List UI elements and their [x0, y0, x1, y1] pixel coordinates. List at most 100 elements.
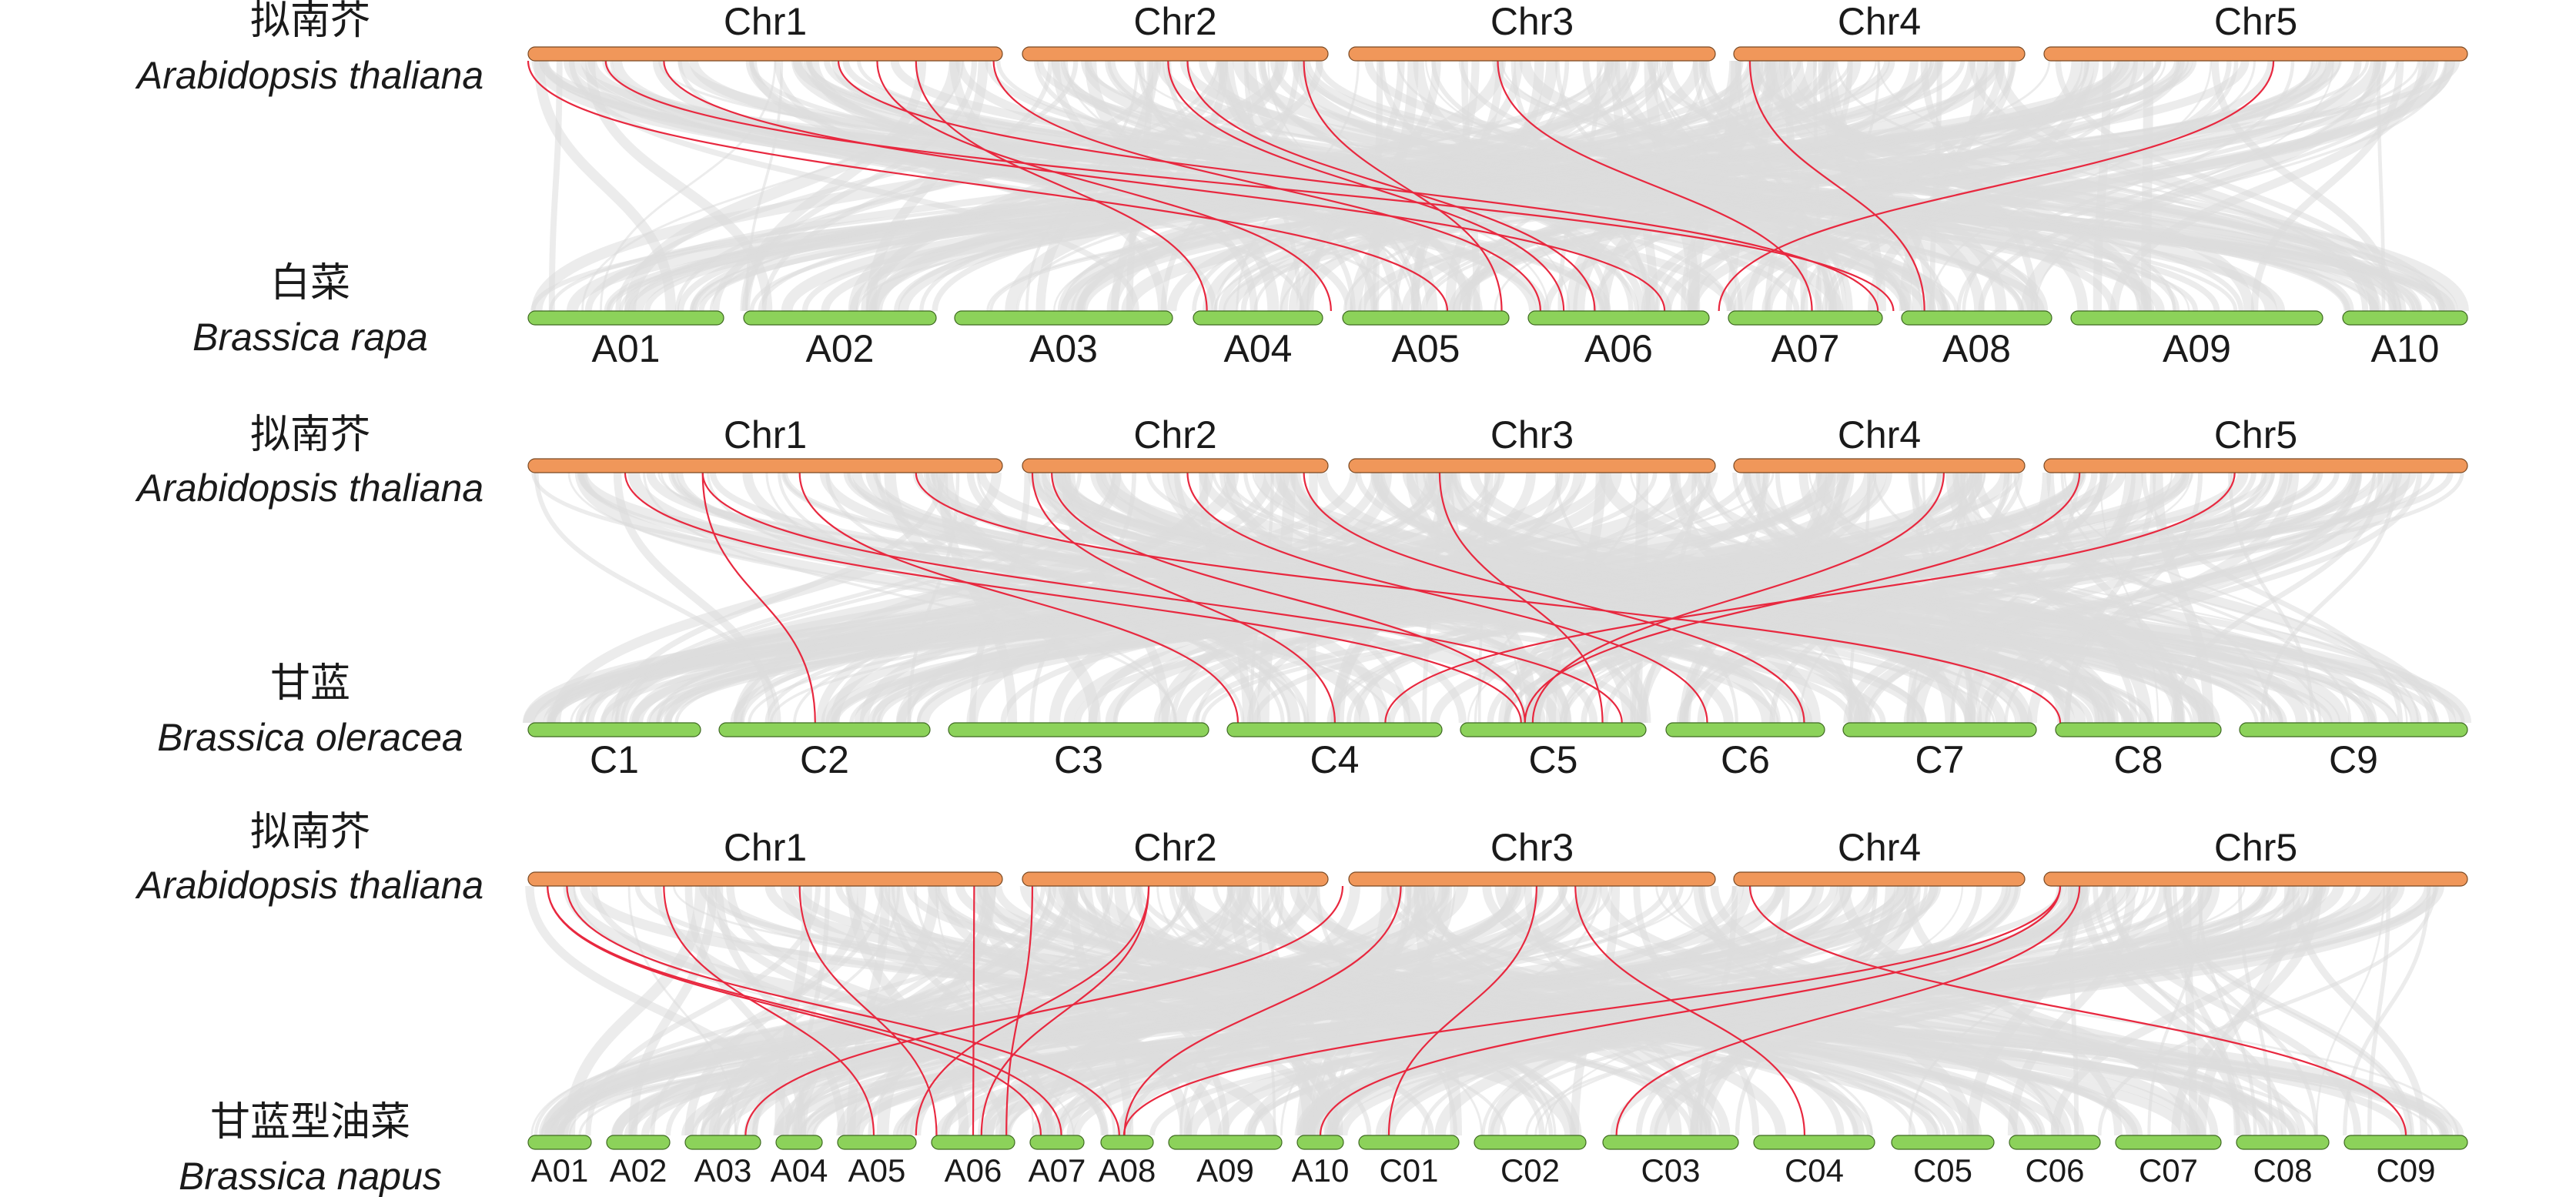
target-chromosome-label: A02: [610, 1152, 667, 1189]
highlighted-link: [1615, 885, 2081, 1136]
reference-chromosome-label: Chr2: [1133, 413, 1216, 456]
background-link: [1981, 60, 2448, 312]
target-chromosome-label: A06: [1584, 327, 1653, 370]
target-chromosome-bar: [2342, 310, 2468, 326]
reference-chromosome-label: Chr3: [1490, 413, 1574, 456]
target-chromosome-label: C02: [1500, 1152, 1560, 1189]
background-link: [2111, 885, 2250, 1136]
reference-chromosome-bar: [2043, 458, 2468, 473]
background-link: [2034, 60, 2334, 312]
reference-chromosome-bar: [527, 46, 1003, 62]
highlighted-link: [1123, 885, 1402, 1136]
target-chromosome-bar: [1193, 310, 1323, 326]
background-link: [531, 60, 1289, 312]
target-chromosome-bar: [1100, 1135, 1154, 1150]
target-chromosome-bar: [1342, 310, 1510, 326]
target-chromosome-bar: [954, 310, 1173, 326]
highlighted-link: [915, 60, 1208, 312]
target-chromosome-label: A08: [1942, 327, 2011, 370]
target-chromosome-label: A04: [1224, 327, 1293, 370]
target-chromosome-label: C09: [2376, 1152, 2435, 1189]
target-chromosome-label: C01: [1379, 1152, 1438, 1189]
reference-chromosome-bar: [1733, 46, 2026, 62]
target-chromosome-label: C8: [2114, 738, 2163, 781]
highlighted-link: [1387, 885, 1537, 1136]
panel2-reference-common-name: 拟南芥: [250, 413, 370, 457]
background-link: [2140, 60, 2153, 312]
background-link: [1692, 60, 1847, 312]
target-chromosome-label: C7: [1915, 738, 1965, 781]
species-labels: 拟南芥 Arabidopsis thaliana 白菜 Brassica rap…: [135, 0, 483, 1197]
background-link: [1373, 60, 2399, 312]
target-chromosome-bar: [606, 1135, 671, 1150]
target-chromosome-bar: [1891, 1135, 1995, 1150]
highlighted-link: [1303, 472, 1805, 724]
background-link: [785, 885, 1817, 1136]
background-link: [684, 885, 807, 1136]
background-link: [1372, 472, 2033, 724]
target-chromosome-label: A02: [806, 327, 875, 370]
reference-chromosome-label: Chr1: [724, 0, 807, 43]
target-chromosome-bar: [2239, 722, 2468, 737]
panel2-target-common-name: 甘蓝: [270, 661, 350, 706]
highlighted-link: [1718, 60, 2275, 312]
panel3-reference-common-name: 拟南芥: [250, 810, 370, 854]
reference-chromosome-label: Chr5: [2214, 0, 2297, 43]
background-link: [538, 884, 1469, 1137]
target-chromosome-bar: [684, 1135, 761, 1150]
target-chromosome-label: A05: [1392, 327, 1460, 370]
target-chromosome-label: A01: [531, 1152, 589, 1189]
background-link: [1036, 60, 2351, 312]
highlighted-link: [663, 885, 875, 1136]
highlighted-link: [1167, 60, 1565, 312]
background-link: [984, 885, 2444, 1136]
highlighted-link: [1186, 60, 1596, 312]
background-link: [2055, 60, 2400, 312]
background-link: [1386, 885, 2060, 1136]
background-link: [573, 885, 1075, 1136]
target-chromosome-label: C3: [1054, 738, 1103, 781]
background-link: [1668, 885, 2306, 1136]
background-link: [2097, 885, 2437, 1136]
target-chromosome-label: A05: [848, 1152, 906, 1189]
highlighted-link: [547, 885, 1042, 1136]
panel2-target-species: Brassica oleracea: [157, 716, 463, 759]
highlighted-link: [915, 885, 1150, 1136]
target-chromosome-bar: [1460, 722, 1647, 737]
background-link: [1678, 472, 2108, 724]
target-chromosome-bar: [931, 1135, 1015, 1150]
reference-chromosome-label: Chr5: [2214, 826, 2297, 869]
background-link: [1761, 60, 2439, 312]
highlighted-link: [701, 472, 816, 724]
background-link: [1504, 472, 1705, 724]
background-link: [891, 885, 1223, 1136]
highlighted-link: [566, 885, 1120, 1136]
panel1-reference-species: Arabidopsis thaliana: [135, 54, 483, 97]
target-chromosome-label: A07: [1771, 327, 1840, 370]
target-chromosome-bar: [1029, 1135, 1085, 1150]
highlighted-link: [1186, 472, 1708, 724]
background-link: [531, 60, 1735, 312]
target-chromosome-bar: [1665, 722, 1825, 737]
highlighted-link: [798, 885, 938, 1136]
panel3-target-species: Brassica napus: [179, 1155, 442, 1197]
background-link: [793, 472, 1491, 724]
target-chromosome-bar: [2055, 722, 2222, 737]
background-link: [1482, 885, 2085, 1136]
background-link: [591, 885, 1109, 1136]
target-chromosome-label: C2: [800, 738, 849, 781]
highlighted-link: [663, 60, 1666, 312]
highlighted-link: [1031, 472, 1336, 724]
reference-chromosome-label: Chr2: [1133, 0, 1216, 43]
target-chromosome-bar: [2236, 1135, 2330, 1150]
highlighted-link: [1574, 885, 1806, 1136]
reference-chromosome-label: Chr3: [1490, 0, 1574, 43]
reference-chromosome-label: Chr4: [1838, 0, 1921, 43]
reference-chromosome-label: Chr2: [1133, 826, 1216, 869]
background-link: [1019, 885, 2143, 1136]
target-chromosome-label: A08: [1099, 1152, 1156, 1189]
target-chromosome-label: C07: [2139, 1152, 2198, 1189]
target-chromosome-bar: [2070, 310, 2323, 326]
target-chromosome-bar: [1728, 310, 1883, 326]
panel1-target-common-name: 白菜: [270, 261, 350, 306]
